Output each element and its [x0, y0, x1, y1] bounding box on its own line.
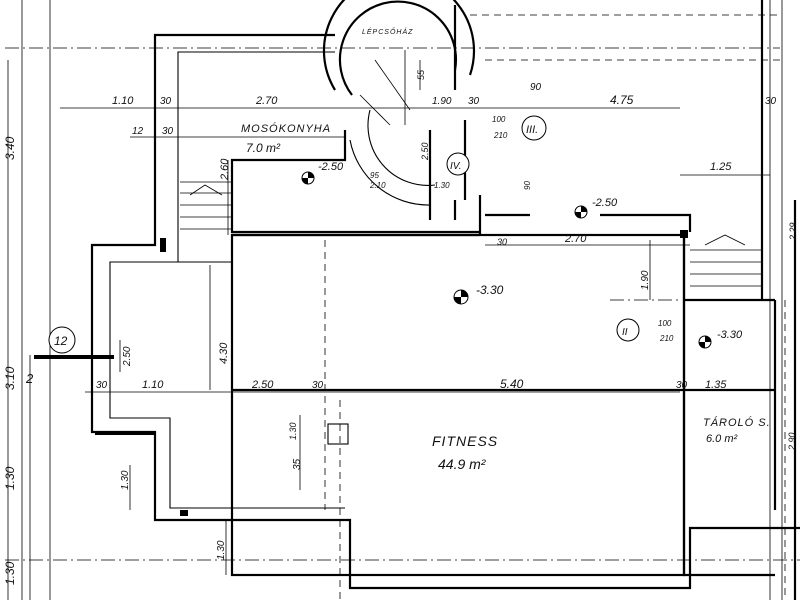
dim-top-4: 1.90 — [432, 96, 452, 107]
dim-upper-2: 30 — [162, 126, 174, 137]
dim-upper-7: 95 — [370, 171, 379, 180]
dim-small-2: 210 — [493, 131, 508, 140]
elevation-label-fitness: -3.30 — [476, 283, 504, 297]
section-marker-ii: II — [616, 318, 640, 342]
storage-room-name: TÁROLÓ S. — [703, 416, 771, 429]
walls — [90, 0, 800, 600]
side-mark-2: 2 — [25, 371, 34, 386]
dim-upper-4: 2.70 — [564, 233, 587, 245]
dim-top-7: 4.75 — [610, 93, 634, 107]
laundry-room-name: MOSÓKONYHA — [241, 122, 331, 135]
dim-top-1: 1.10 — [112, 95, 134, 107]
elevation-label-laundry: -2.50 — [318, 161, 344, 173]
dim-small-4: 210 — [659, 334, 674, 343]
elevation-marker-storage: -3.30 — [698, 329, 743, 349]
dim-vert-6: 55 — [416, 69, 426, 80]
section-label-iv: IV. — [450, 161, 461, 172]
dim-mid-6: 30 — [676, 380, 688, 391]
dim-vert-3: 4.30 — [218, 342, 230, 364]
dim-vert-5: 1.30 — [216, 540, 227, 560]
elevation-marker-laundry: -2.50 — [301, 161, 344, 185]
dim-upper-6: 2.10 — [369, 181, 386, 190]
dim-left-4: 1.30 — [3, 561, 17, 585]
dim-mid-2: 1.10 — [142, 379, 164, 391]
dim-mid-1: 30 — [96, 380, 108, 391]
dim-vert-2: 2.50 — [122, 346, 133, 367]
dim-left-3: 1.30 — [3, 466, 17, 490]
dim-top-6: 90 — [530, 82, 542, 93]
section-label-12: 12 — [54, 334, 68, 348]
dim-mid-5: 5.40 — [500, 377, 524, 391]
room-labels: FITNESS 44.9 m² MOSÓKONYHA 7.0 m² TÁROLÓ… — [241, 27, 771, 472]
elevation-marker-entry: -2.50 — [574, 197, 618, 219]
laundry-room-area: 7.0 m² — [246, 141, 281, 155]
dim-mid-7: 1.35 — [705, 379, 727, 391]
dim-vert-1: 2.60 — [219, 158, 231, 181]
dim-top-8: 30 — [765, 96, 777, 107]
dim-upper-3: 1.25 — [710, 161, 732, 173]
fitness-room-area: 44.9 m² — [438, 456, 487, 472]
dim-top-2: 30 — [160, 96, 172, 107]
dimension-texts: 1.10 30 2.70 1.90 30 90 4.75 30 12 30 1.… — [3, 69, 798, 585]
dim-mid-4: 30 — [312, 380, 324, 391]
section-marker-iii: III. — [521, 115, 547, 141]
dim-top-3: 2.70 — [255, 95, 278, 107]
dim-upper-8: 1.30 — [434, 181, 450, 190]
dim-upper-1: 12 — [132, 126, 144, 137]
fitness-room-name: FITNESS — [432, 433, 498, 449]
dim-vert-10: 35 — [292, 458, 303, 470]
section-marker-12: 12 — [48, 326, 76, 354]
dim-vert-7: 2.50 — [420, 142, 430, 161]
dim-vert-11: 1.30 — [288, 422, 298, 440]
section-marker-iv: IV. — [446, 152, 470, 176]
elevation-marker-fitness: -3.30 — [453, 283, 504, 305]
stairwell-name: LÉPCSŐHÁZ — [362, 27, 413, 36]
dim-top-5: 30 — [468, 96, 480, 107]
elevation-label-entry: -2.50 — [592, 197, 618, 209]
elevation-markers: -2.50 -3.30 -2.50 -3.30 — [301, 161, 743, 349]
storage-room-area: 6.0 m² — [706, 433, 738, 445]
dim-left-1: 3.40 — [3, 136, 17, 160]
wall-hatches — [34, 230, 688, 516]
dim-vert-9: 90 — [523, 181, 532, 190]
dimension-lines — [7, 60, 770, 600]
dim-left-2: 3.10 — [3, 366, 17, 390]
dim-vert-4: 1.30 — [120, 470, 131, 490]
dim-vert-13: 2.29 — [788, 222, 798, 241]
dim-vert-8: 1.90 — [640, 270, 651, 290]
section-label-ii: II — [622, 327, 628, 338]
stair-steps — [180, 50, 762, 287]
dim-upper-5: 30 — [497, 237, 507, 247]
elevation-label-storage: -3.30 — [717, 329, 743, 341]
dim-small-3: 100 — [658, 319, 672, 328]
dashed-lines — [232, 240, 786, 600]
dim-mid-3: 2.50 — [251, 379, 274, 391]
dim-vert-12: 2.90 — [787, 432, 797, 451]
outer-boundary-lines — [5, 0, 800, 600]
dim-small-1: 100 — [492, 115, 506, 124]
section-label-iii: III. — [526, 124, 538, 136]
section-markers: III. IV. II 12 2 — [25, 115, 640, 386]
